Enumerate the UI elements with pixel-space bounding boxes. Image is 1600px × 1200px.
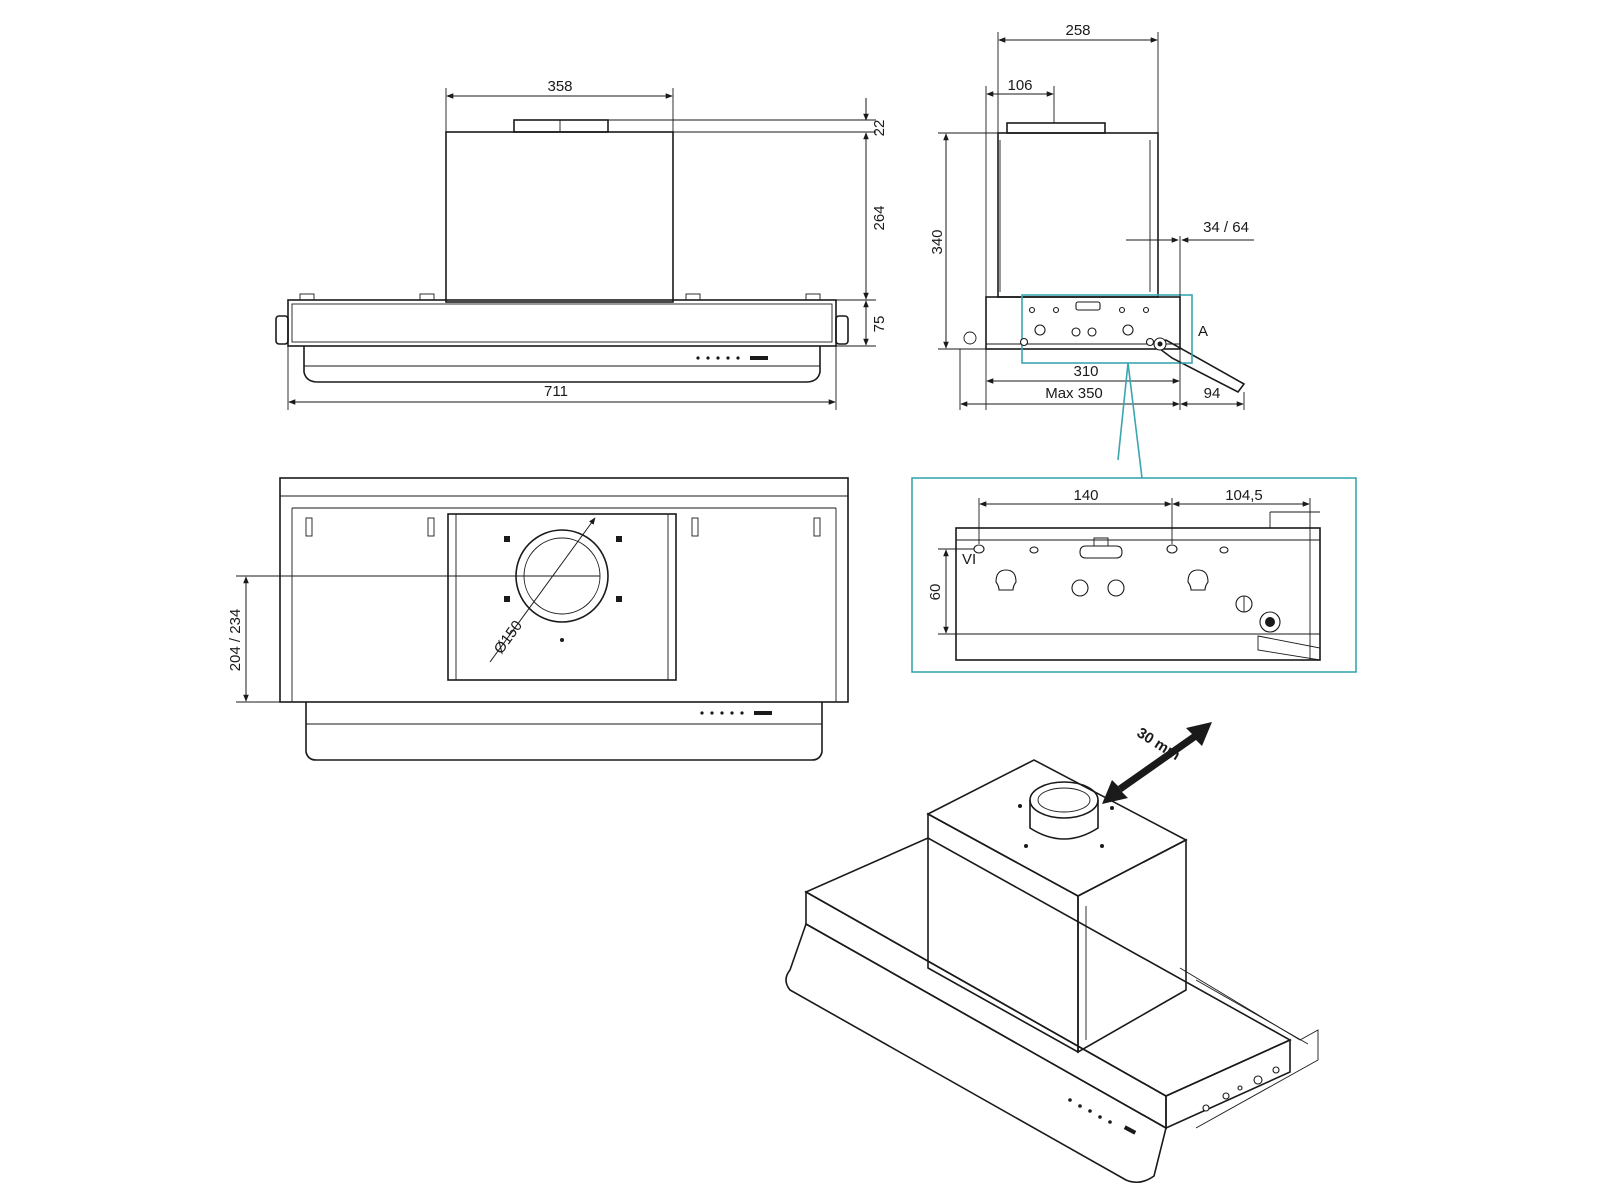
iso-box-side xyxy=(1077,838,1187,1054)
isometric-view: 30 mm xyxy=(785,722,1319,1184)
dim-top-depth-range: 204 / 234 xyxy=(227,609,244,672)
dim-front-total-width: 711 xyxy=(544,383,568,400)
dim-side-depth: 258 xyxy=(1065,22,1090,39)
dim-side-slide-travel: 34 / 64 xyxy=(1203,219,1249,236)
top-view: Ø150 204 / 234 xyxy=(227,477,849,761)
adjustment-arrow xyxy=(1102,722,1212,804)
dim-side-height: 340 xyxy=(929,229,946,254)
dim-top-outlet-diameter: Ø150 xyxy=(491,618,526,658)
dim-front-box-height: 264 xyxy=(871,205,888,230)
dim-side-collar-offset: 106 xyxy=(1007,77,1032,94)
dim-detail-left-spacing: 140 xyxy=(1073,487,1098,504)
side-mounting-holes xyxy=(1019,301,1155,347)
svg-text:VI: VI xyxy=(962,551,976,568)
detail-a-view: VI 140 104,5 60 xyxy=(911,477,1357,673)
dim-front-top-width: 358 xyxy=(547,78,572,95)
dim-detail-right-spacing: 104,5 xyxy=(1225,487,1263,504)
dim-side-base-depth: 310 xyxy=(1073,363,1098,380)
detail-marker: A xyxy=(1198,323,1208,340)
side-view: A 258 106 340 xyxy=(929,22,1254,479)
dim-front-base-height: 75 xyxy=(871,316,888,333)
iso-box-top xyxy=(926,759,1188,897)
dim-side-max-depth: Max 350 xyxy=(1045,385,1103,402)
front-view: 358 22 264 75 711 xyxy=(275,78,888,410)
control-panel-dots xyxy=(696,356,768,360)
dim-side-front-depth: 94 xyxy=(1204,385,1221,402)
top-control-dots xyxy=(700,711,772,715)
dim-front-collar-height: 22 xyxy=(871,120,888,137)
iso-control-dots xyxy=(1068,1098,1137,1135)
dim-detail-hole-height: 60 xyxy=(927,584,944,601)
